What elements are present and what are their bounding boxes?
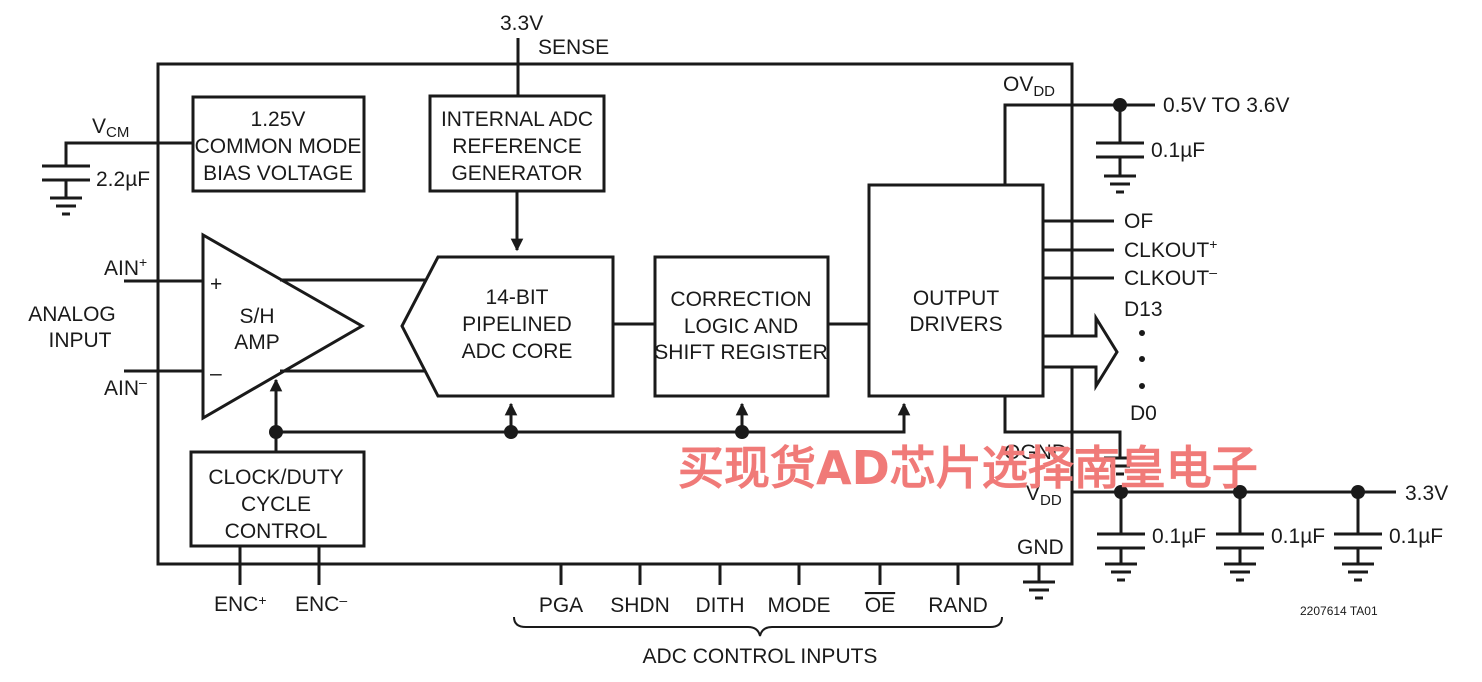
output-drivers-block: OUTPUT DRIVERS bbox=[867, 183, 1045, 398]
sense-pin: 3.3V SENSE bbox=[500, 12, 609, 96]
reference-generator-block: INTERNAL ADC REFERENCE GENERATOR bbox=[428, 94, 606, 252]
ground-icon bbox=[1023, 580, 1055, 600]
vcm-cap-label: 2.2µF bbox=[96, 168, 150, 191]
vdd-cap-1-label: 0.1µF bbox=[1152, 525, 1206, 548]
enc-pins: ENC+ ENC– bbox=[214, 546, 347, 616]
svg-text:DRIVERS: DRIVERS bbox=[909, 313, 1002, 336]
analog-inputs: AIN+ AIN– ANALOG INPUT bbox=[28, 254, 205, 400]
ovdd-pin: OVDD 0.5V TO 3.6V 0.1µF bbox=[1003, 73, 1289, 194]
d0-label: D0 bbox=[1130, 402, 1157, 425]
enc-minus-label: ENC– bbox=[295, 592, 347, 616]
mode-label: MODE bbox=[768, 594, 831, 617]
vdd-label: VDD bbox=[1026, 482, 1062, 509]
d13-label: D13 bbox=[1124, 298, 1163, 321]
svg-text:BIAS VOLTAGE: BIAS VOLTAGE bbox=[203, 162, 353, 185]
clkout-plus-label: CLKOUT+ bbox=[1124, 236, 1217, 262]
ovdd-range-label: 0.5V TO 3.6V bbox=[1163, 94, 1289, 117]
svg-text:CLOCK/DUTY: CLOCK/DUTY bbox=[208, 466, 343, 489]
svg-text:CYCLE: CYCLE bbox=[241, 493, 311, 516]
correction-logic-block: CORRECTION LOGIC AND SHIFT REGISTER bbox=[653, 255, 830, 398]
svg-text:14-BIT: 14-BIT bbox=[485, 286, 548, 309]
ground-icon bbox=[1105, 562, 1137, 582]
svg-text:CORRECTION: CORRECTION bbox=[670, 288, 811, 311]
of-label: OF bbox=[1124, 210, 1153, 233]
dith-label: DITH bbox=[696, 594, 745, 617]
chip-outline bbox=[156, 62, 1074, 566]
vdd-bypass-cap-2: 0.1µF bbox=[1216, 485, 1325, 582]
sh-minus-sign: – bbox=[210, 362, 222, 385]
adc-control-pins: PGA SHDN DITH MODE OE RAND ADC CONTROL I… bbox=[513, 564, 1003, 668]
svg-text:1.25V: 1.25V bbox=[251, 108, 306, 131]
ground-icon bbox=[1104, 456, 1136, 476]
sh-amplifier: + – S/H AMP bbox=[201, 232, 366, 421]
ground-icon bbox=[1224, 562, 1256, 582]
gnd-pin: GND bbox=[1017, 536, 1064, 600]
ain-plus-label: AIN+ bbox=[104, 254, 147, 280]
vdd-bypass-cap-3: 0.1µF bbox=[1334, 485, 1443, 582]
ground-icon bbox=[1104, 174, 1136, 194]
oe-label: OE bbox=[865, 594, 895, 617]
ognd-pin: OGND bbox=[1003, 396, 1136, 476]
shdn-label: SHDN bbox=[610, 594, 670, 617]
analog-input-label-1: ANALOG bbox=[28, 303, 116, 326]
svg-text:ADC CORE: ADC CORE bbox=[462, 340, 573, 363]
watermark-text: 买现货AD芯片选择南皇电子 bbox=[678, 441, 1258, 495]
svg-text:OUTPUT: OUTPUT bbox=[913, 287, 1000, 310]
ovdd-label: OVDD bbox=[1003, 73, 1055, 100]
adc-control-inputs-label: ADC CONTROL INPUTS bbox=[643, 645, 878, 668]
vdd-supply-label: 3.3V bbox=[1405, 482, 1448, 505]
vdd-bypass-cap-1: 0.1µF bbox=[1097, 485, 1206, 582]
svg-text:CONTROL: CONTROL bbox=[225, 520, 328, 543]
svg-text:INTERNAL ADC: INTERNAL ADC bbox=[441, 108, 593, 131]
data-bus-arrow bbox=[1041, 312, 1119, 392]
supply-3v3-top-label: 3.3V bbox=[500, 12, 543, 35]
vdd-pin: VDD 3.3V 0.1µF bbox=[1026, 482, 1448, 582]
ain-minus-label: AIN– bbox=[104, 374, 147, 400]
ground-icon bbox=[1342, 562, 1374, 582]
gnd-label: GND bbox=[1017, 536, 1064, 559]
sense-label: SENSE bbox=[538, 36, 609, 59]
svg-text:SHIFT REGISTER: SHIFT REGISTER bbox=[654, 341, 827, 364]
ognd-label: OGND bbox=[1004, 441, 1067, 464]
svg-text:LOGIC AND: LOGIC AND bbox=[684, 315, 798, 338]
enc-plus-label: ENC+ bbox=[214, 592, 267, 616]
vcm-label: VCM bbox=[92, 115, 129, 141]
figure-reference: 2207614 TA01 bbox=[1300, 604, 1378, 618]
svg-text:PIPELINED: PIPELINED bbox=[462, 313, 572, 336]
svg-text:COMMON MODE: COMMON MODE bbox=[195, 135, 362, 158]
ground-icon bbox=[50, 196, 82, 216]
svg-text:GENERATOR: GENERATOR bbox=[451, 162, 582, 185]
ovdd-cap-label: 0.1µF bbox=[1151, 139, 1205, 162]
analog-input-label-2: INPUT bbox=[49, 329, 112, 352]
pga-label: PGA bbox=[539, 594, 583, 617]
digital-outputs: OF CLKOUT+ CLKOUT– D13 D0 bbox=[1041, 210, 1217, 425]
control-inputs-brace bbox=[513, 616, 1003, 637]
svg-text:REFERENCE: REFERENCE bbox=[452, 135, 582, 158]
clkout-minus-label: CLKOUT– bbox=[1124, 264, 1217, 290]
clock-duty-block: CLOCK/DUTY CYCLE CONTROL bbox=[189, 450, 366, 548]
sh-plus-sign: + bbox=[210, 273, 222, 296]
vcm-pin: VCM 2.2µF bbox=[42, 115, 193, 216]
vdd-cap-2-label: 0.1µF bbox=[1271, 525, 1325, 548]
rand-label: RAND bbox=[928, 594, 988, 617]
clock-bus bbox=[269, 378, 911, 452]
adc-core-block: 14-BIT PIPELINED ADC CORE bbox=[400, 255, 615, 398]
vdd-cap-3-label: 0.1µF bbox=[1389, 525, 1443, 548]
bias-voltage-block: 1.25V COMMON MODE BIAS VOLTAGE bbox=[191, 95, 366, 193]
svg-text:S/H: S/H bbox=[239, 305, 274, 328]
svg-text:AMP: AMP bbox=[234, 331, 280, 354]
